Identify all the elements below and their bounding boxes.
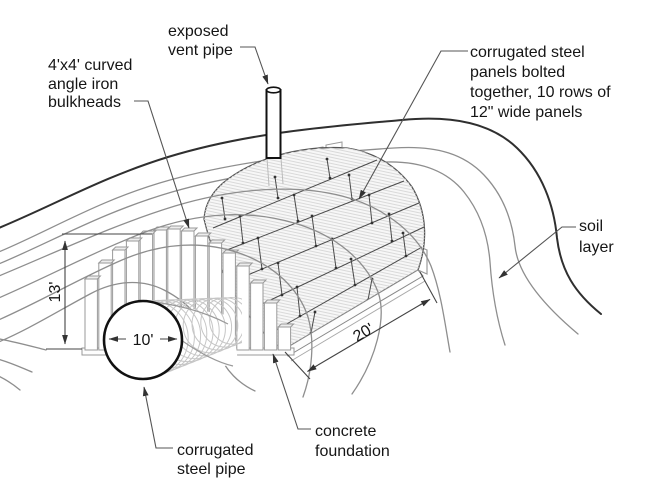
svg-text:corrugated: corrugated [177, 442, 254, 459]
svg-text:12" wide panels: 12" wide panels [470, 104, 582, 121]
dimension-10ft-label: 10' [133, 332, 154, 349]
leader-bulkheads [134, 100, 190, 229]
svg-text:angle iron: angle iron [48, 76, 118, 93]
label-steel-pipe: corrugated steel pipe [177, 442, 254, 478]
label-vent-pipe: exposed vent pipe [168, 23, 233, 59]
label-bulkheads: 4'x4' curved angle iron bulkheads [48, 57, 132, 111]
leader-panels [358, 50, 468, 200]
dimension-13ft [46, 233, 152, 350]
corrugated-steel-pipe [102, 296, 242, 381]
panel-bolted-joints [220, 157, 408, 335]
svg-text:4'x4' curved: 4'x4' curved [48, 57, 132, 74]
leader-steel-pipe [142, 386, 173, 449]
svg-text:exposed: exposed [168, 23, 229, 40]
label-foundation: concrete foundation [315, 423, 390, 460]
leader-vent-pipe [240, 46, 269, 85]
soil-surface-contour [0, 117, 602, 315]
svg-text:panels bolted: panels bolted [470, 64, 565, 81]
svg-text:soil: soil [579, 218, 603, 235]
leader-lines [134, 46, 576, 449]
dimension-20ft-label: 20' [350, 321, 377, 346]
pipe-opening [102, 299, 184, 381]
dimension-20ft [284, 271, 438, 380]
svg-text:corrugated steel: corrugated steel [470, 44, 585, 61]
label-soil-layer: soil layer [579, 218, 614, 256]
svg-text:vent pipe: vent pipe [168, 42, 233, 59]
svg-text:bulkheads: bulkheads [48, 94, 121, 111]
label-panels: corrugated steel panels bolted together,… [470, 44, 611, 121]
dimension-13ft-label: 13' [47, 282, 64, 303]
svg-text:together, 10 rows of: together, 10 rows of [470, 84, 611, 101]
vent-pipe [265, 86, 284, 187]
svg-text:foundation: foundation [315, 443, 390, 460]
callout-labels: exposed vent pipe 4'x4' curved angle iro… [48, 23, 614, 478]
leader-foundation [272, 353, 311, 430]
svg-text:layer: layer [579, 239, 614, 256]
leader-soil [498, 226, 576, 279]
svg-text:steel pipe: steel pipe [177, 461, 246, 478]
svg-text:concrete: concrete [315, 423, 376, 440]
